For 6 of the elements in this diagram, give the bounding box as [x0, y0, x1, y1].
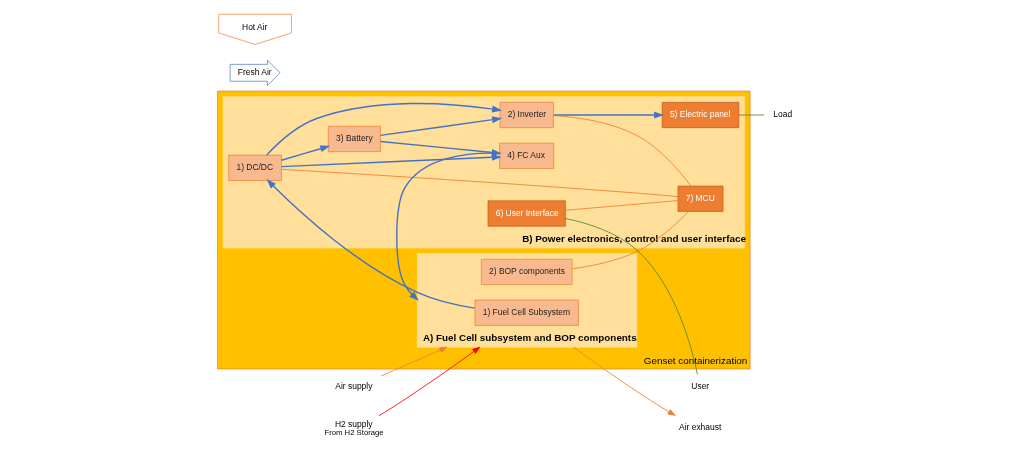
node-text: H2 supply — [334, 418, 373, 429]
node-text: Air exhaust — [679, 422, 722, 433]
node-text: Air supply — [335, 381, 373, 392]
node-text: Load — [773, 109, 793, 120]
node-label: From H2 Storage — [324, 427, 384, 437]
node-text: User — [691, 381, 710, 392]
